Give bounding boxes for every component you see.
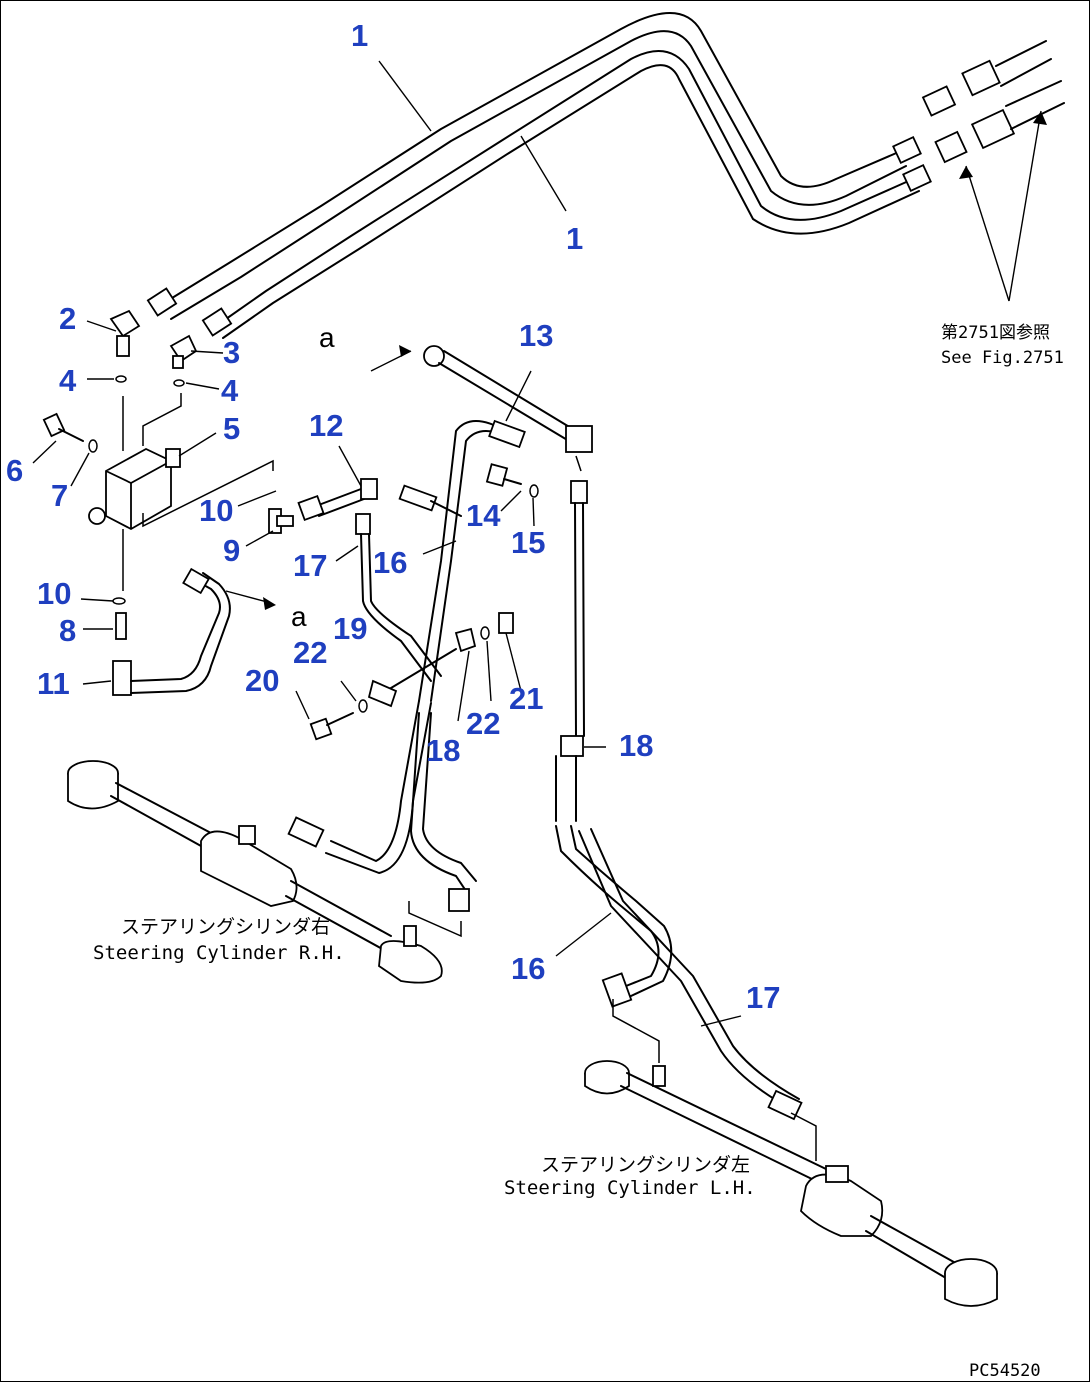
o-rings-4	[115, 375, 185, 387]
callout-13: 13	[519, 318, 553, 353]
cylinder-lh-label-en: Steering Cylinder L.H.	[504, 1177, 756, 1199]
callout-9: 9	[223, 533, 240, 568]
hose-right-vertical	[555, 480, 588, 822]
pipe-1-lower	[215, 50, 920, 339]
callout-16: 16	[511, 951, 545, 986]
callout-15: 15	[511, 525, 545, 560]
callout-5: 5	[223, 411, 240, 446]
tube-16-lower	[555, 825, 673, 1008]
connector-9	[268, 508, 294, 534]
callout-8: 8	[59, 613, 76, 648]
tube-16-upper	[398, 419, 526, 702]
callout-3: 3	[223, 335, 240, 370]
callout-4: 4	[59, 363, 77, 398]
callout-1: 1	[351, 18, 368, 53]
figure-code: PC54520	[969, 1361, 1041, 1381]
leader-lines	[32, 60, 742, 1027]
reference-note-en: See Fig.2751	[941, 348, 1064, 368]
callout-10: 10	[37, 576, 71, 611]
tube-11	[112, 567, 231, 696]
callout-11: 11	[37, 666, 70, 701]
callout-18: 18	[619, 728, 653, 763]
callout-22: 22	[466, 706, 500, 741]
connector-8	[112, 597, 127, 640]
pipe-1-fittings	[146, 40, 1065, 337]
callout-12: 12	[309, 408, 343, 443]
dash-lines-valve	[122, 393, 274, 591]
tube-13	[423, 345, 593, 472]
elbow-3	[169, 334, 198, 369]
valve-block-5	[88, 447, 181, 531]
callout-7: 7	[51, 478, 68, 513]
callout-2: 2	[59, 301, 76, 336]
callout-numbers: 1 1 2 3 4 4 5 6 7 10 9 10 8 11 12 13 14 …	[6, 18, 780, 1015]
callout-14: 14	[466, 498, 501, 533]
callout-19: 19	[333, 611, 367, 646]
cylinder-rh-label-en: Steering Cylinder R.H.	[93, 942, 345, 964]
callout-21: 21	[509, 681, 543, 716]
callout-22: 22	[293, 635, 327, 670]
callout-18: 18	[426, 733, 460, 768]
callout-17: 17	[746, 980, 780, 1015]
callout-16: 16	[373, 545, 407, 580]
callout-6: 6	[6, 453, 23, 488]
hose-12	[297, 478, 378, 522]
bolt-14-washer-15	[485, 463, 539, 498]
hose-17-lower	[578, 828, 803, 1121]
callout-1: 1	[566, 221, 583, 256]
cylinder-rh-label-jp: ステアリングシリンダ右	[121, 916, 330, 938]
steering-cylinder-rh	[67, 760, 462, 984]
steering-cylinder-lh	[584, 999, 998, 1307]
bolt-6-washer-7	[42, 412, 98, 453]
callout-10: 10	[199, 493, 233, 528]
reference-note-jp: 第2751図参照	[941, 323, 1050, 343]
hose-17-upper	[355, 513, 442, 682]
cylinder-lh-label-jp: ステアリングシリンダ左	[541, 1154, 750, 1176]
marker-a-bottom: a	[291, 601, 307, 632]
callout-17: 17	[293, 548, 327, 583]
callout-20: 20	[245, 663, 279, 698]
callout-4: 4	[221, 373, 239, 408]
pipes-to-rh-cylinder	[287, 700, 477, 912]
clamp-parts-18-22	[309, 612, 514, 741]
marker-a-top: a	[319, 322, 335, 353]
elbow-2	[109, 309, 141, 357]
reference-arrows	[959, 110, 1047, 302]
pipe-1-upper	[158, 12, 907, 320]
